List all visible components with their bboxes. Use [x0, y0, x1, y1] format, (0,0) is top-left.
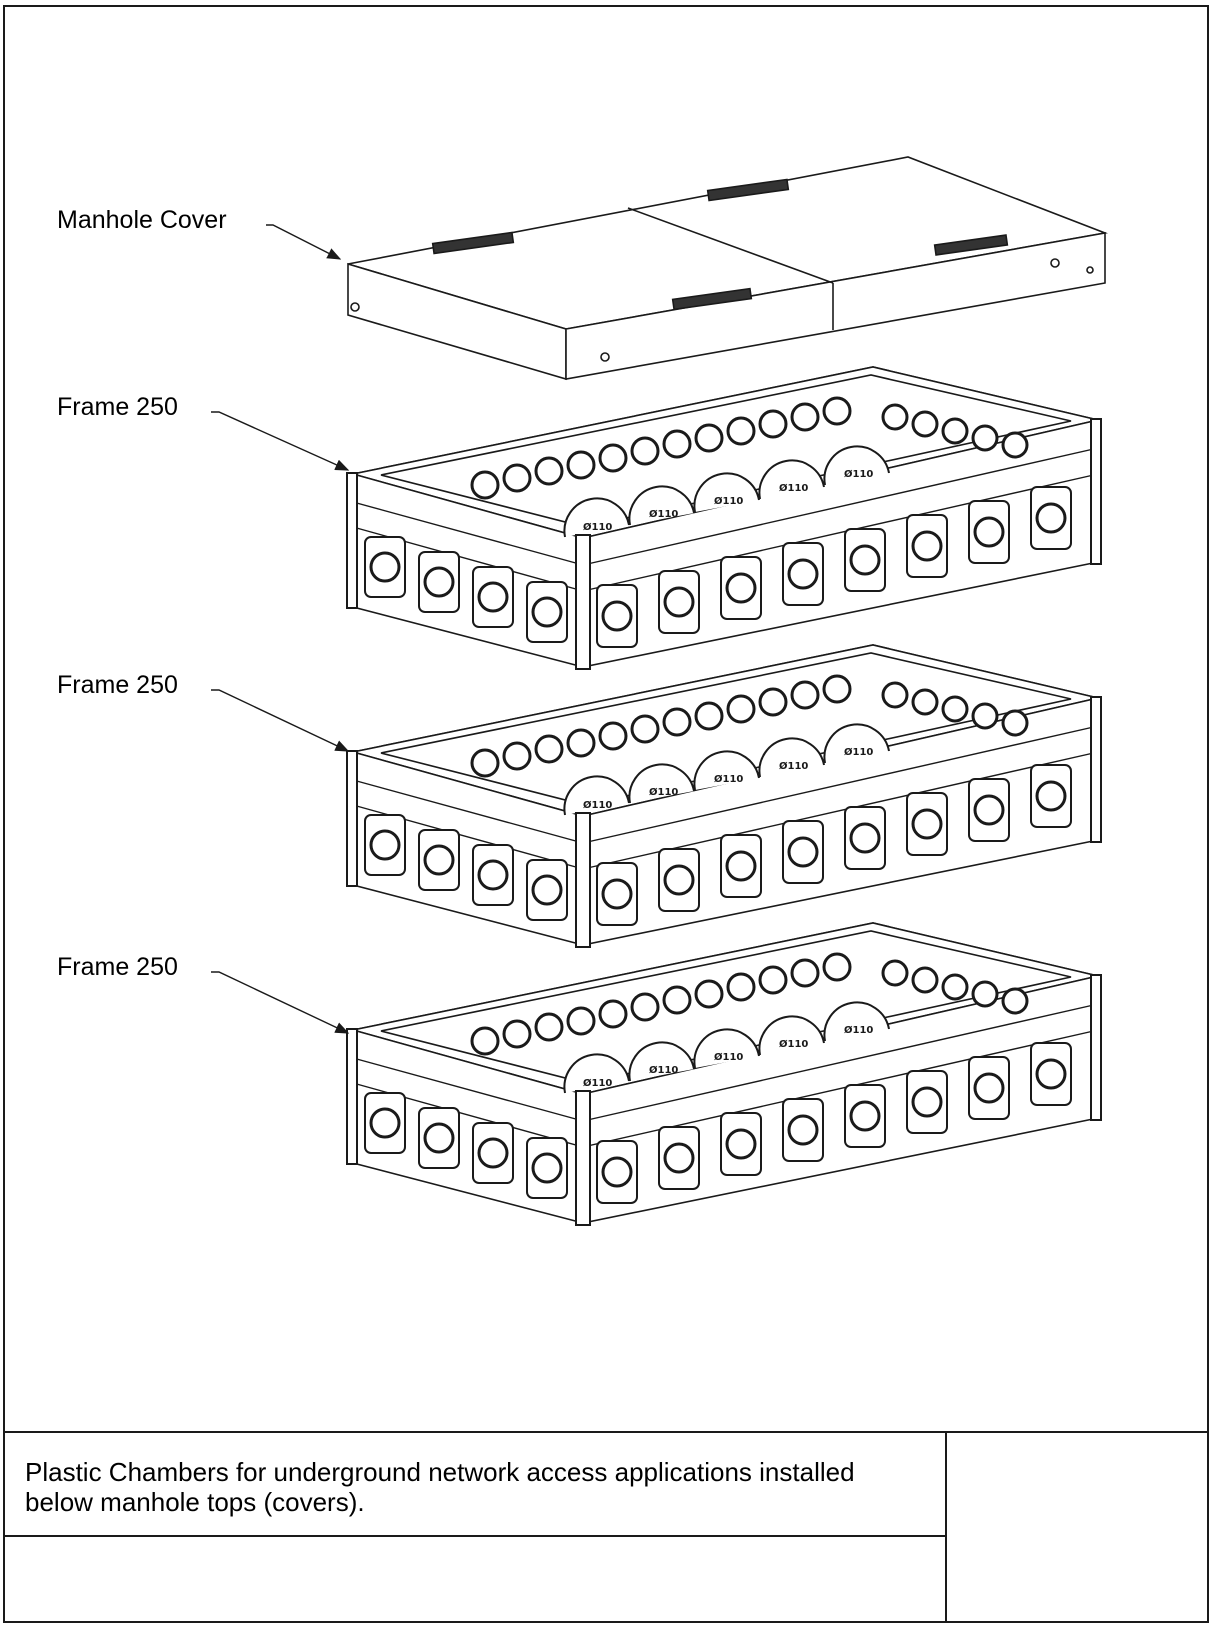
exploded-assembly-drawing: Ø110 Ø110 Ø110 Ø110 Ø110: [211, 156, 1108, 1226]
callout-frame-250-2: Frame 250: [57, 671, 178, 699]
leader-frame-3: [211, 971, 350, 1034]
frame-250-1: Ø110 Ø110 Ø110 Ø110 Ø110: [346, 366, 1102, 670]
title-block-description: Plastic Chambers for underground network…: [25, 1457, 855, 1517]
frame-back-ports: [470, 396, 1029, 500]
title-block-cell-empty: [5, 1537, 945, 1621]
port-diameter-label: Ø110: [714, 773, 743, 785]
manhole-cover: [347, 156, 1108, 381]
port-diameter-label: Ø110: [714, 495, 743, 507]
port-diameter-label: Ø110: [779, 760, 808, 772]
frame-corner-post: [346, 418, 1102, 670]
drawing-sheet: Ø110 Ø110 Ø110 Ø110 Ø110: [3, 5, 1209, 1623]
frame-cell-wheels: [369, 502, 1067, 632]
callout-frame-250-1: Frame 250: [57, 393, 178, 421]
cover-lifting-slot: [431, 178, 1009, 311]
title-block-divider: [5, 1535, 945, 1537]
cover-bolt: [350, 258, 1094, 362]
port-diameter-label: Ø110: [714, 1051, 743, 1063]
callout-manhole-cover: Manhole Cover: [57, 206, 227, 234]
frame-large-ports: [563, 445, 890, 538]
callout-frame-250-3: Frame 250: [57, 953, 178, 981]
title-block-cell-empty: [947, 1431, 1207, 1621]
cover-right-face: [565, 232, 1106, 380]
title-block-border: [5, 1431, 1207, 1433]
port-diameter-label: Ø110: [649, 508, 678, 520]
port-diameter-label: Ø110: [844, 468, 873, 480]
port-diameter-label: Ø110: [649, 786, 678, 798]
port-diameter-label: Ø110: [844, 746, 873, 758]
title-block: Plastic Chambers for underground network…: [5, 1431, 1207, 1621]
port-diameter-label: Ø110: [583, 1077, 612, 1089]
frame-inner-rim: [380, 374, 1072, 528]
port-diameter-label: Ø110: [649, 1064, 678, 1076]
leader-frame-2: [211, 689, 350, 752]
port-diameter-label: Ø110: [779, 482, 808, 494]
frame-port-label: Ø110 Ø110 Ø110 Ø110 Ø110: [583, 468, 873, 533]
cover-split-line: [627, 207, 834, 284]
port-diameter-label: Ø110: [583, 799, 612, 811]
title-block-divider: [945, 1431, 947, 1621]
leader-cover: [266, 224, 342, 260]
leader-lines: [211, 224, 350, 1034]
port-diameter-label: Ø110: [844, 1024, 873, 1036]
leader-frame-1: [211, 411, 350, 471]
port-diameter-label: Ø110: [583, 521, 612, 533]
frame-250-2: Ø110 Ø110 Ø110 Ø110 Ø110: [346, 644, 1102, 948]
frame-250-3: Ø110 Ø110 Ø110 Ø110 Ø110: [346, 922, 1102, 1226]
port-diameter-label: Ø110: [779, 1038, 808, 1050]
